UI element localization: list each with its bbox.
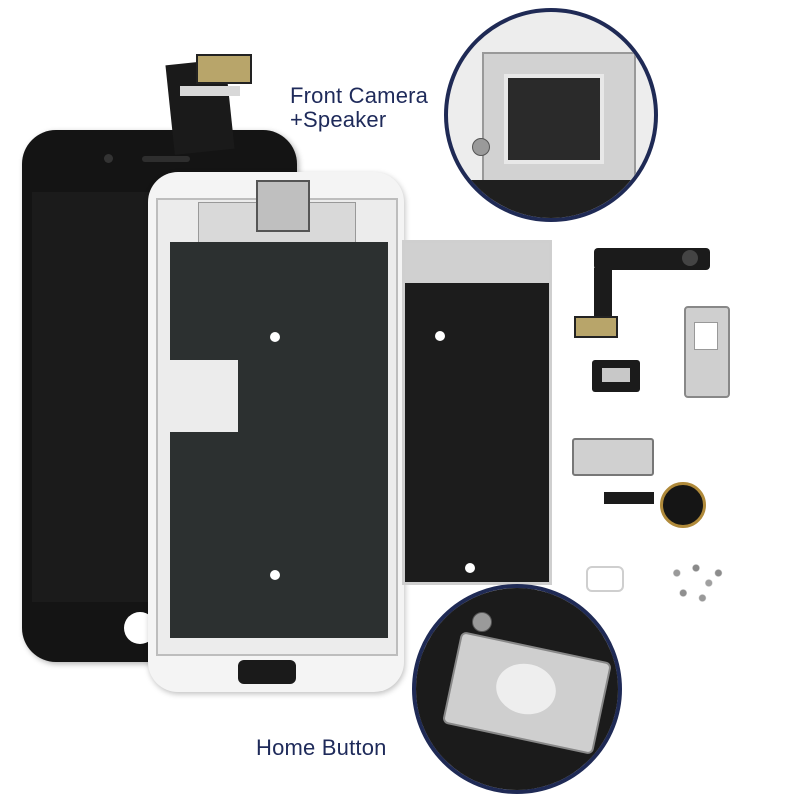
front-camera-label-line2: +Speaker (290, 107, 387, 132)
screws-pile (664, 558, 728, 608)
earpiece-slot (142, 156, 190, 162)
earpiece-bracket-part (684, 306, 730, 398)
camera-bracket (256, 180, 310, 232)
front-camera-flex-part (574, 248, 712, 338)
shield-screw-hole-bottom (270, 570, 280, 580)
home-button-flex-part (604, 482, 706, 538)
home-button-label: Home Button (256, 735, 387, 760)
front-camera-label: Front Camera +Speaker (290, 84, 428, 132)
callout-home-screw (472, 612, 492, 632)
shield-top-metal-strip (405, 243, 549, 283)
lcd-backplate-shield (170, 242, 388, 638)
callout-speaker-grille (504, 74, 604, 164)
white-frame-assembly (148, 172, 404, 692)
flex-silver-bar (180, 86, 240, 96)
lcd-metal-shield-plate (402, 240, 552, 585)
home-button-bracket (238, 660, 296, 684)
shield-screw-hole-top (270, 332, 280, 342)
shield-hole-2 (465, 563, 475, 573)
earpiece-speaker-part (592, 360, 640, 392)
front-camera-callout-circle (444, 8, 658, 222)
callout-dark-bottom (448, 180, 654, 218)
front-camera-label-line1: Front Camera (290, 83, 429, 108)
home-bracket-metal-part (572, 438, 654, 476)
home-button-callout-circle (412, 584, 622, 794)
shield-cutout (170, 360, 238, 432)
front-camera-dot (104, 154, 113, 163)
callout-screw (472, 138, 490, 156)
flex-connector (196, 54, 252, 84)
shield-hole-1 (435, 331, 445, 341)
